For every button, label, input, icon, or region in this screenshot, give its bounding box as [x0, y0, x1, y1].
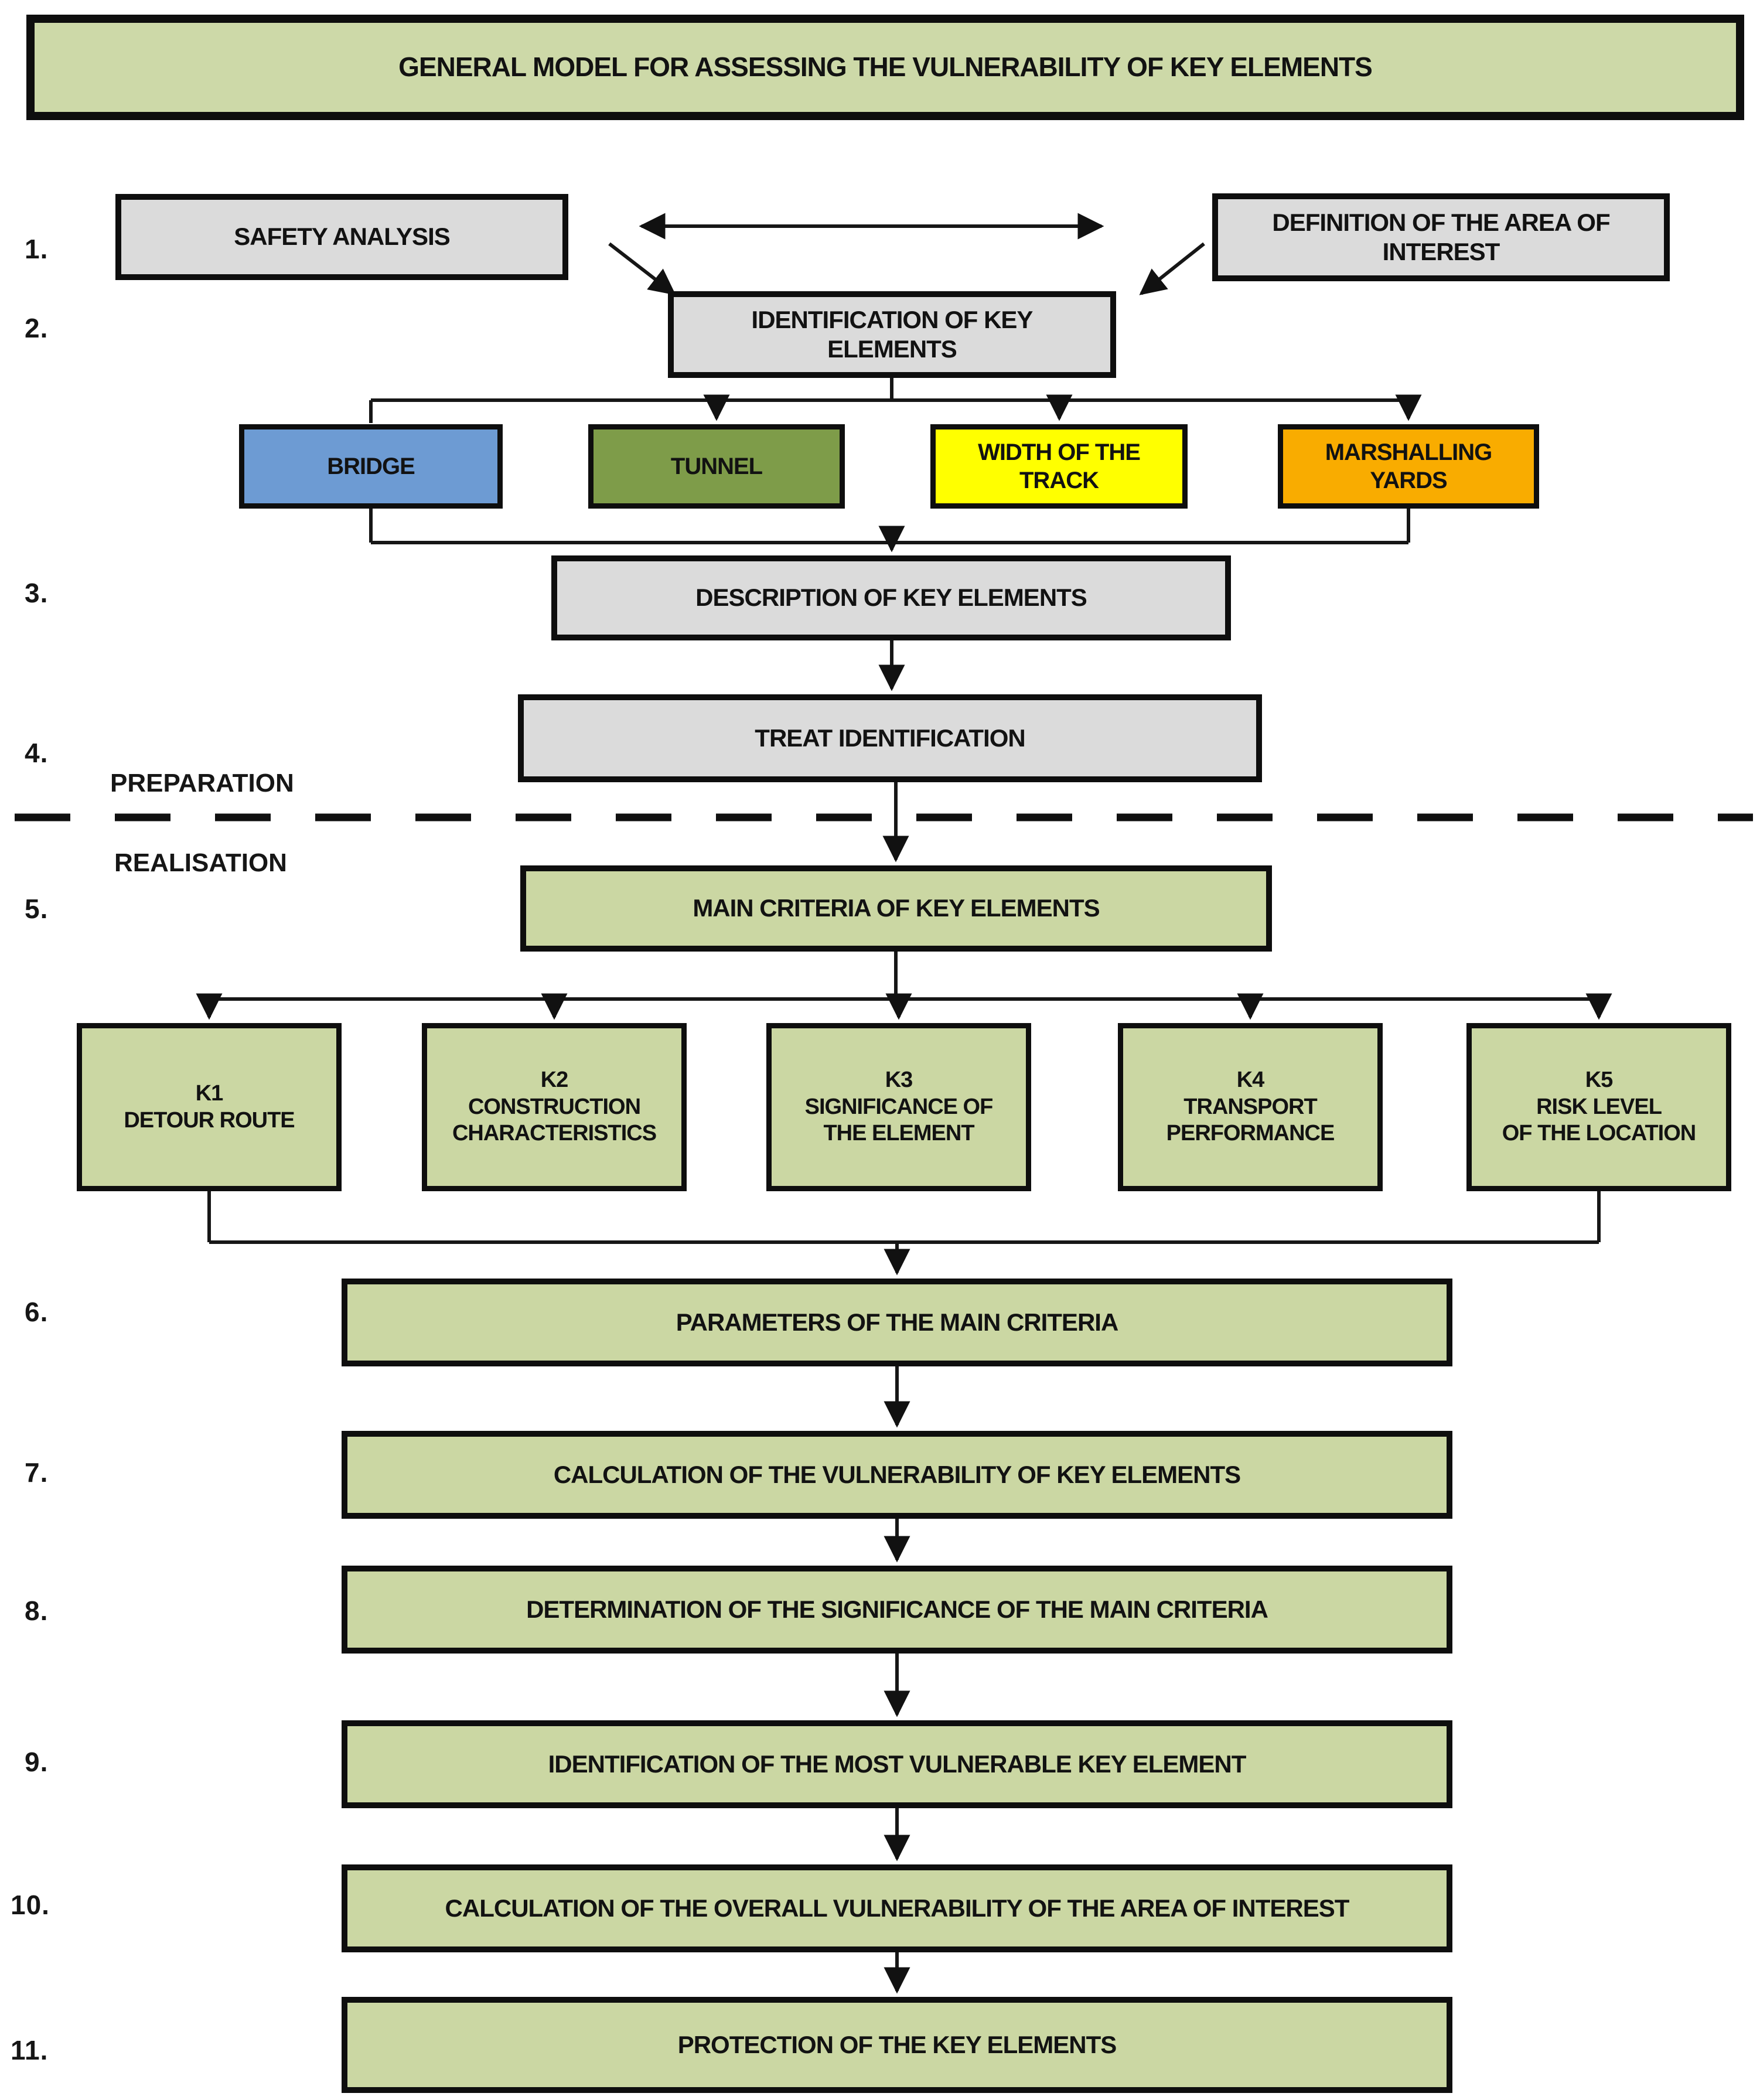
- box-parameters: PARAMETERS OF THE MAIN CRITERIA: [342, 1279, 1452, 1366]
- criterion-k3-id: K3: [885, 1068, 913, 1093]
- criterion-k2-id: K2: [540, 1068, 569, 1093]
- box-description-of-key-elements: DESCRIPTION OF KEY ELEMENTS: [551, 555, 1231, 640]
- identification-of-key-elements-label: IDENTIFICATION OF KEY ELEMENTS: [751, 305, 1034, 363]
- box-criterion-k4: K4 TRANSPORT PERFORMANCE: [1118, 1023, 1383, 1191]
- criterion-k1-id: K1: [195, 1080, 224, 1106]
- protection-label: PROTECTION OF THE KEY ELEMENTS: [677, 2030, 1117, 2058]
- criterion-k4-id: K4: [1236, 1068, 1265, 1093]
- box-width-of-track: WIDTH OF THE TRACK: [930, 424, 1188, 509]
- phase-label-preparation: PREPARATION: [110, 769, 294, 797]
- box-criterion-k1: K1 DETOUR ROUTE: [77, 1023, 342, 1191]
- step-number-10: 10.: [11, 1890, 50, 1920]
- criterion-k5-id: K5: [1585, 1068, 1614, 1093]
- diagram-title: GENERAL MODEL FOR ASSESSING THE VULNERAB…: [26, 15, 1744, 120]
- width-of-track-label: WIDTH OF THE TRACK: [978, 439, 1141, 493]
- definition-of-area-label: DEFINITION OF THE AREA OF INTEREST: [1272, 208, 1610, 265]
- box-calculation-overall: CALCULATION OF THE OVERALL VULNERABILITY…: [342, 1864, 1452, 1952]
- phase-label-realisation: REALISATION: [114, 848, 287, 877]
- criterion-k2-label: CONSTRUCTION CHARACTERISTICS: [452, 1094, 657, 1146]
- diagram-title-label: GENERAL MODEL FOR ASSESSING THE VULNERAB…: [398, 52, 1373, 83]
- criterion-k1-label: DETOUR ROUTE: [124, 1107, 295, 1133]
- box-marshalling-yards: MARSHALLING YARDS: [1278, 424, 1539, 509]
- tunnel-label: TUNNEL: [670, 454, 763, 479]
- box-calculation-vulnerability: CALCULATION OF THE VULNERABILITY OF KEY …: [342, 1431, 1452, 1519]
- box-protection: PROTECTION OF THE KEY ELEMENTS: [342, 1997, 1452, 2093]
- description-of-key-elements-label: DESCRIPTION OF KEY ELEMENTS: [695, 584, 1087, 612]
- box-criterion-k3: K3 SIGNIFICANCE OF THE ELEMENT: [766, 1023, 1031, 1191]
- diagonal-arrow-right: [1139, 242, 1205, 295]
- diagonal-arrow-left: [608, 242, 676, 295]
- step-number-8: 8.: [25, 1596, 49, 1626]
- box-tunnel: TUNNEL: [588, 424, 845, 509]
- criterion-k3-label: SIGNIFICANCE OF THE ELEMENT: [804, 1094, 994, 1146]
- step-number-4: 4.: [25, 738, 49, 768]
- marshalling-yards-label: MARSHALLING YARDS: [1325, 439, 1493, 493]
- criterion-k5-label: RISK LEVEL OF THE LOCATION: [1502, 1094, 1696, 1146]
- calculation-overall-label: CALCULATION OF THE OVERALL VULNERABILITY…: [445, 1894, 1350, 1922]
- step-number-6: 6.: [25, 1297, 49, 1327]
- box-identification-of-key-elements: IDENTIFICATION OF KEY ELEMENTS: [668, 291, 1116, 378]
- treat-identification-label: TREAT IDENTIFICATION: [755, 724, 1025, 752]
- step-number-5: 5.: [25, 894, 49, 924]
- box-safety-analysis: SAFETY ANALYSIS: [115, 194, 568, 280]
- criterion-k4-label: TRANSPORT PERFORMANCE: [1166, 1094, 1335, 1146]
- box-criterion-k2: K2 CONSTRUCTION CHARACTERISTICS: [422, 1023, 687, 1191]
- box-criterion-k5: K5 RISK LEVEL OF THE LOCATION: [1466, 1023, 1731, 1191]
- box-determination-significance: DETERMINATION OF THE SIGNIFICANCE OF THE…: [342, 1566, 1452, 1654]
- box-bridge: BRIDGE: [239, 424, 503, 509]
- calculation-vulnerability-label: CALCULATION OF THE VULNERABILITY OF KEY …: [553, 1460, 1241, 1488]
- bridge-label: BRIDGE: [327, 454, 415, 479]
- step-number-11: 11.: [11, 2035, 49, 2065]
- determination-significance-label: DETERMINATION OF THE SIGNIFICANCE OF THE…: [526, 1595, 1268, 1623]
- identification-most-vulnerable-label: IDENTIFICATION OF THE MOST VULNERABLE KE…: [548, 1750, 1247, 1778]
- box-definition-of-area: DEFINITION OF THE AREA OF INTEREST: [1212, 193, 1670, 281]
- step-number-9: 9.: [25, 1747, 49, 1777]
- main-criteria-label: MAIN CRITERIA OF KEY ELEMENTS: [693, 894, 1100, 922]
- box-identification-most-vulnerable: IDENTIFICATION OF THE MOST VULNERABLE KE…: [342, 1720, 1452, 1808]
- step-number-2: 2.: [25, 313, 49, 343]
- step-number-7: 7.: [25, 1457, 49, 1488]
- box-main-criteria: MAIN CRITERIA OF KEY ELEMENTS: [520, 865, 1272, 952]
- parameters-label: PARAMETERS OF THE MAIN CRITERIA: [676, 1308, 1119, 1336]
- step-number-3: 3.: [25, 578, 49, 608]
- step-number-1: 1.: [25, 234, 49, 264]
- box-treat-identification: TREAT IDENTIFICATION: [518, 694, 1262, 782]
- safety-analysis-label: SAFETY ANALYSIS: [234, 223, 451, 251]
